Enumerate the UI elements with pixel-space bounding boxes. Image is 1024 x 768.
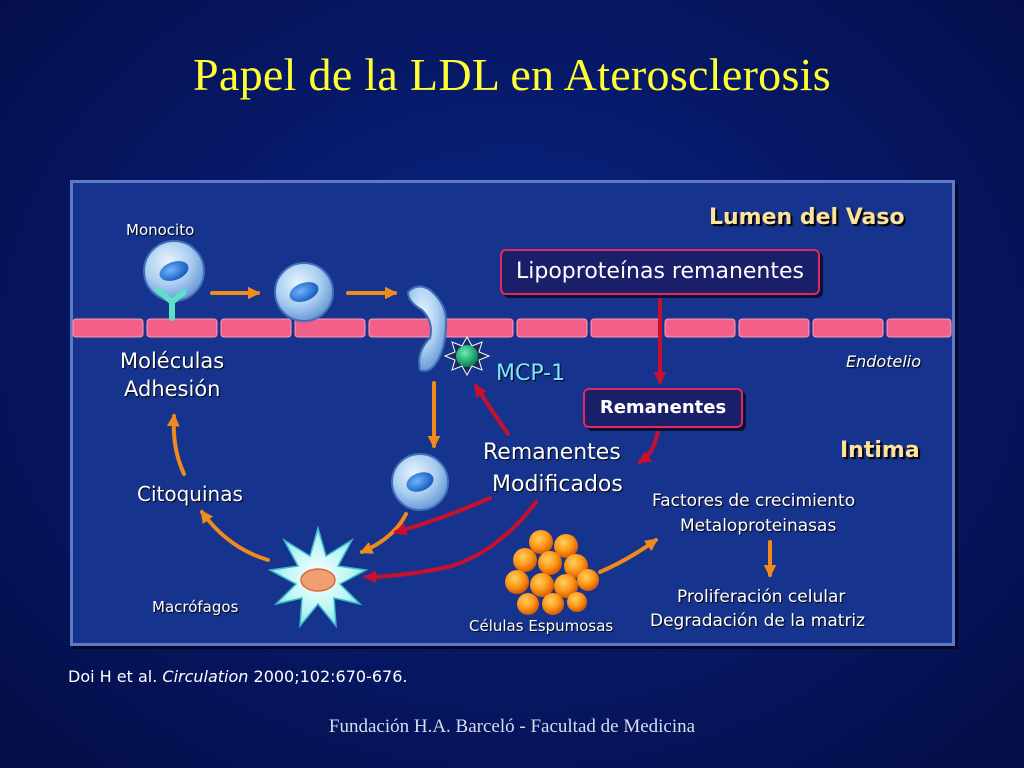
remanentes-mod-line1: Remanentes bbox=[483, 440, 621, 465]
remanentes-box: Remanentes bbox=[583, 388, 743, 428]
celulas-label: Células Espumosas bbox=[469, 617, 614, 635]
footer: Fundación H.A. Barceló - Facultad de Med… bbox=[328, 716, 696, 737]
remanentes-label: Remanentes bbox=[599, 397, 727, 418]
proliferacion-line1: Proliferación celular bbox=[677, 587, 846, 607]
foam-cells-icon bbox=[505, 530, 599, 615]
moleculas-label-line1: Moléculas bbox=[120, 349, 225, 373]
factores-line2: Metaloproteinasas bbox=[680, 516, 837, 536]
endotelio-label: Endotelio bbox=[846, 352, 921, 371]
adhesion-molecule-icon bbox=[155, 287, 187, 321]
orange-arrows bbox=[166, 286, 777, 578]
macrofagos-label: Macrófagos bbox=[152, 598, 239, 616]
mcp1-icon bbox=[443, 335, 491, 377]
lipoproteinas-box: Lipoproteínas remanentes bbox=[500, 249, 820, 295]
red-arrows bbox=[363, 296, 667, 584]
slide-title: Papel de la LDL en Aterosclerosis bbox=[193, 49, 831, 100]
migrating-monocyte bbox=[406, 285, 448, 372]
factores-line1: Factores de crecimiento bbox=[652, 491, 856, 511]
citation-journal: Circulation bbox=[162, 667, 249, 686]
citation-details: 2000;102:670-676. bbox=[248, 667, 408, 686]
endothelium bbox=[72, 318, 952, 338]
lipoproteinas-label: Lipoproteínas remanentes bbox=[516, 259, 804, 284]
macrophage-icon bbox=[267, 525, 369, 629]
citation-authors: Doi H et al. bbox=[68, 667, 163, 686]
citoquinas-label: Citoquinas bbox=[137, 482, 243, 506]
remanentes-mod-line2: Modificados bbox=[492, 472, 623, 497]
intima-label: Intima bbox=[840, 438, 920, 463]
lumen-label: Lumen del Vaso bbox=[709, 205, 905, 230]
moleculas-label-line2: Adhesión bbox=[124, 377, 221, 401]
monocyte-cell-2 bbox=[274, 262, 334, 322]
monocyte-cell-1 bbox=[143, 240, 205, 302]
mcp1-label: MCP-1 bbox=[496, 361, 566, 386]
proliferacion-line2: Degradación de la matriz bbox=[650, 611, 866, 631]
monocito-label: Monocito bbox=[126, 221, 195, 239]
monocyte-cell-3 bbox=[391, 453, 449, 511]
citation: Doi H et al. Circulation 2000;102:670-67… bbox=[68, 667, 407, 686]
